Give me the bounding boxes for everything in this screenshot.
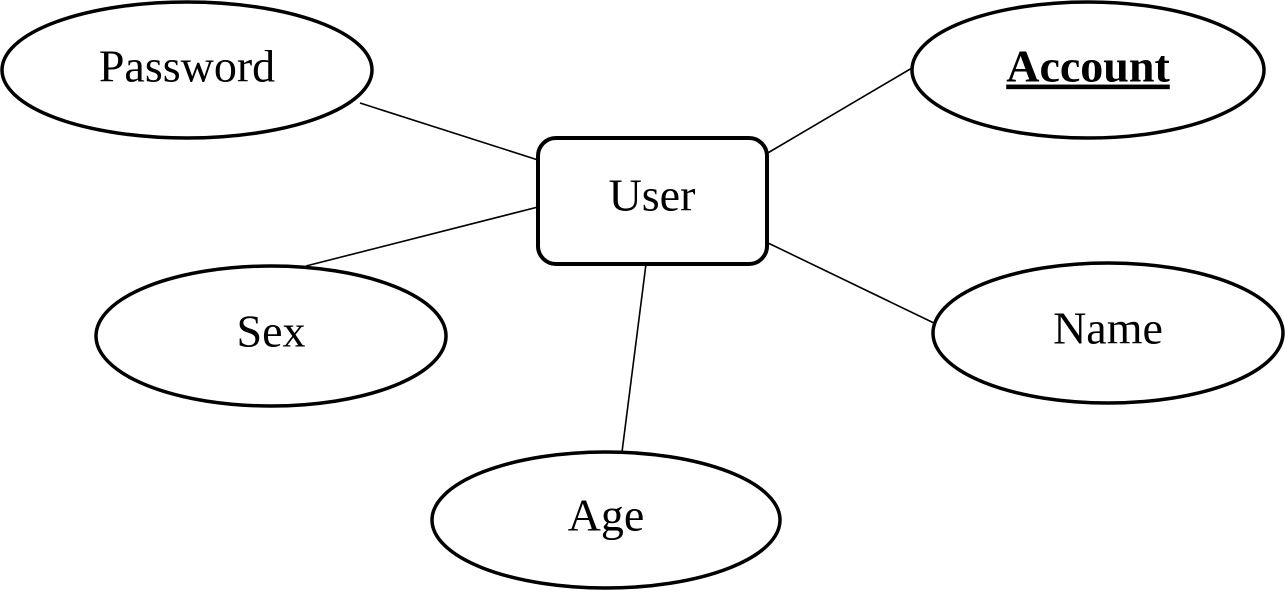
attribute-sex[interactable]: Sex (94, 264, 448, 408)
connector-age (621, 263, 647, 453)
attribute-account[interactable]: Account (910, 0, 1266, 140)
attribute-ellipse (0, 0, 374, 140)
attribute-ellipse (430, 450, 782, 590)
connectors (305, 67, 937, 453)
entity-label: User (609, 170, 696, 221)
attribute-label: Password (99, 41, 275, 92)
entity-box (536, 136, 769, 266)
attribute-label: Sex (237, 306, 306, 357)
attribute-ellipse (910, 0, 1266, 140)
attribute-key-label: Account (1006, 41, 1170, 92)
connector-password (359, 102, 539, 161)
attribute-age[interactable]: Age (430, 450, 782, 590)
attribute-ellipse (94, 264, 448, 408)
attribute-name[interactable]: Name (931, 261, 1285, 405)
attribute-label: Age (568, 490, 645, 541)
entity-user[interactable]: User (536, 136, 769, 266)
attribute-password[interactable]: Password (0, 0, 374, 140)
attribute-label: Name (1053, 303, 1163, 354)
connector-name (765, 241, 937, 325)
attribute-ellipse (931, 261, 1285, 405)
connector-sex (305, 206, 539, 267)
connector-account (765, 67, 913, 155)
